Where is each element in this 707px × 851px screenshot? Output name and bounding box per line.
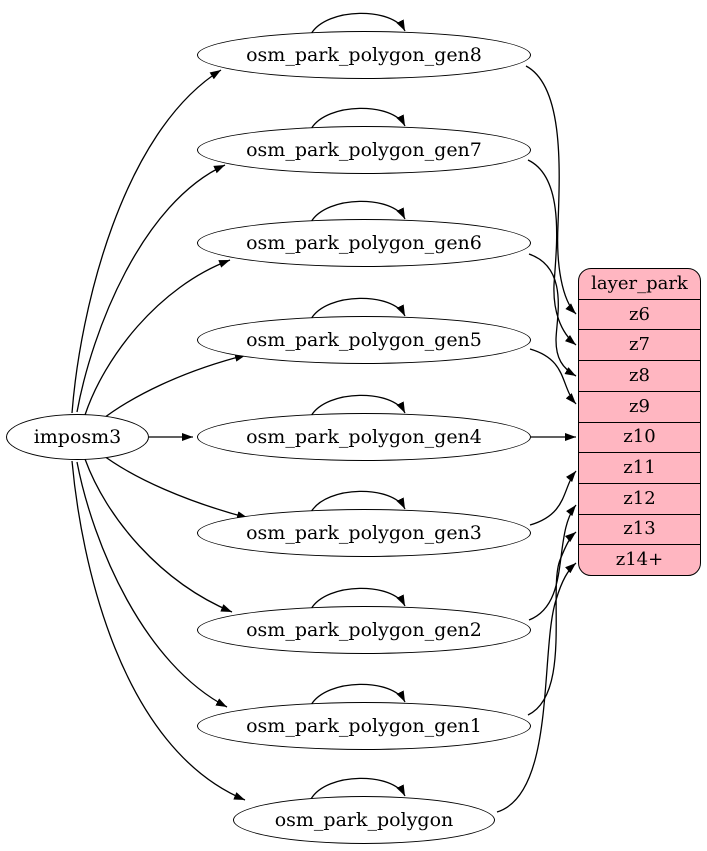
record-row-z13: z13 <box>579 513 700 545</box>
node-osm-park-polygon-gen4: osm_park_polygon_gen4 <box>197 413 531 461</box>
record-row-z6: z6 <box>579 298 700 330</box>
node-label: osm_park_polygon_gen6 <box>246 231 482 254</box>
record-row-label: z7 <box>629 334 650 356</box>
edge-imposm3-to-gen3 <box>99 452 249 520</box>
node-label: osm_park_polygon <box>274 808 454 831</box>
self-loop-gen3 <box>310 490 406 513</box>
edge-imposm3-to-gen1 <box>76 461 228 708</box>
node-label: osm_park_polygon_gen7 <box>246 138 482 161</box>
self-loop-gen1 <box>310 683 406 706</box>
edge-gen2-to-z12 <box>528 504 577 621</box>
record-row-label: z9 <box>629 395 650 417</box>
edge-gen8-to-z6 <box>525 65 577 315</box>
edge-imposm3-to-gen5 <box>99 353 247 422</box>
record-row-label: z11 <box>623 457 656 479</box>
edge-imposm3-to-gen8 <box>71 69 222 414</box>
node-osm-park-polygon-gen5: osm_park_polygon_gen5 <box>197 316 531 364</box>
edge-gen6-to-z8 <box>528 253 577 377</box>
record-row-z12: z12 <box>579 482 700 514</box>
node-label: osm_park_polygon_gen3 <box>246 521 482 544</box>
edge-gen3-to-z11 <box>529 470 577 526</box>
record-row-label: z6 <box>629 303 650 325</box>
self-loop-gen5 <box>310 297 406 320</box>
record-row-label: z13 <box>623 518 656 540</box>
node-label: osm_park_polygon_gen1 <box>246 714 482 737</box>
edge-gen5-to-z9 <box>529 348 577 405</box>
node-osm-park-polygon: osm_park_polygon <box>233 796 495 844</box>
self-loop-gen7 <box>310 107 406 130</box>
node-label: osm_park_polygon_gen2 <box>246 618 482 641</box>
self-loop-gen8 <box>310 12 406 35</box>
record-row-z8: z8 <box>579 360 700 391</box>
node-imposm3-label: imposm3 <box>33 425 122 448</box>
record-title: layer_park <box>591 272 688 294</box>
self-loop-gen4 <box>310 394 406 417</box>
record-row-label: z12 <box>623 487 656 509</box>
self-loop-polygon <box>310 777 406 800</box>
record-row-z9: z9 <box>579 390 700 422</box>
record-row-label: z8 <box>629 364 650 386</box>
node-imposm3: imposm3 <box>6 414 149 460</box>
node-osm-park-polygon-gen7: osm_park_polygon_gen7 <box>197 126 531 174</box>
record-row-z7: z7 <box>579 329 700 360</box>
node-label: osm_park_polygon_gen8 <box>246 43 482 66</box>
record-row-label: z14+ <box>615 549 664 571</box>
edge-polygon-to-z14 <box>496 562 577 813</box>
record-row-z14plus: z14+ <box>579 544 700 575</box>
edge-gen1-to-z13 <box>527 531 577 716</box>
record-row-label: z10 <box>623 426 656 448</box>
layer-park-record: layer_park z6 z7 z8 z9 z10 z11 z12 z13 z… <box>578 268 701 576</box>
record-title-row: layer_park <box>579 269 700 299</box>
edge-gen7-to-z7 <box>527 159 577 346</box>
edge-imposm3-to-polygon <box>71 460 246 801</box>
node-label: osm_park_polygon_gen4 <box>246 425 482 448</box>
node-osm-park-polygon-gen3: osm_park_polygon_gen3 <box>197 509 531 557</box>
node-osm-park-polygon-gen2: osm_park_polygon_gen2 <box>197 606 531 654</box>
node-osm-park-polygon-gen8: osm_park_polygon_gen8 <box>197 31 531 79</box>
edge-imposm3-to-gen6 <box>84 259 231 416</box>
edge-imposm3-to-gen7 <box>76 164 226 413</box>
node-label: osm_park_polygon_gen5 <box>246 328 482 351</box>
self-loop-gen2 <box>310 587 406 610</box>
edge-imposm3-to-gen2 <box>84 458 233 613</box>
self-loop-gen6 <box>310 200 406 223</box>
node-osm-park-polygon-gen1: osm_park_polygon_gen1 <box>197 702 531 750</box>
node-osm-park-polygon-gen6: osm_park_polygon_gen6 <box>197 219 531 267</box>
record-row-z10: z10 <box>579 421 700 453</box>
record-row-z11: z11 <box>579 452 700 483</box>
